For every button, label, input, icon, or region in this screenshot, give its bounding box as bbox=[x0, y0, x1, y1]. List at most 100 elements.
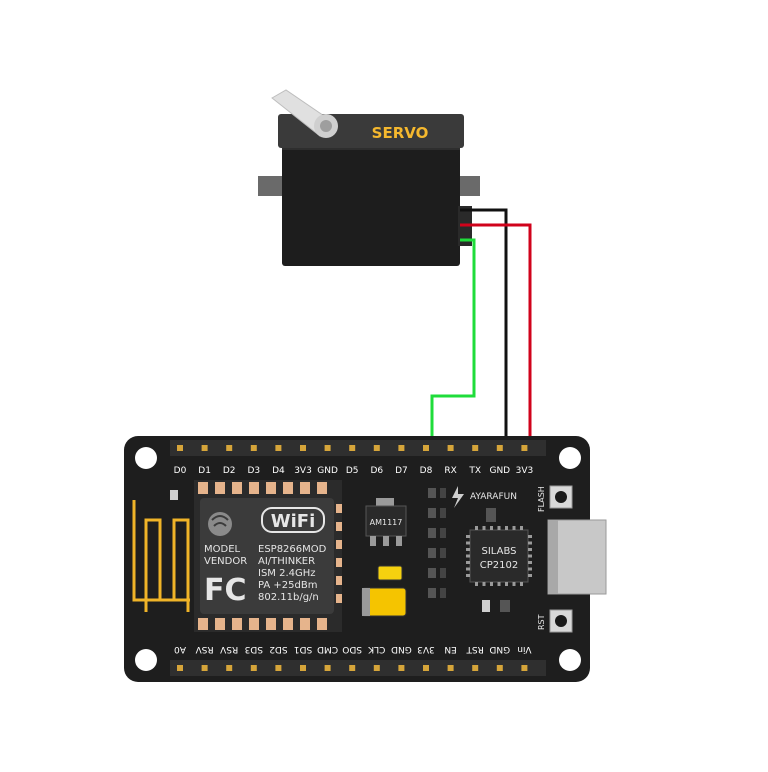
header-pin bbox=[423, 445, 429, 451]
top-header-pins bbox=[177, 445, 528, 451]
pin-label: Vin bbox=[517, 644, 531, 654]
pin-label: GND bbox=[489, 644, 510, 654]
module-pad bbox=[300, 482, 310, 494]
module-line-4: PA +25dBm bbox=[258, 580, 317, 591]
chip-pin bbox=[512, 582, 516, 586]
regulator-pin-3 bbox=[396, 536, 402, 546]
pin-label: SD2 bbox=[269, 644, 287, 654]
model-label: MODEL bbox=[204, 544, 241, 555]
header-pin bbox=[201, 445, 208, 451]
module-pad bbox=[336, 540, 342, 549]
module-pad bbox=[266, 618, 276, 630]
regulator-tab bbox=[376, 498, 394, 506]
usb-chip-line-1: SILABS bbox=[482, 546, 517, 557]
header-pin bbox=[373, 665, 380, 671]
header-pin bbox=[496, 445, 503, 451]
chip-pin bbox=[528, 535, 532, 538]
small-capacitor bbox=[377, 565, 403, 581]
header-pin bbox=[521, 445, 528, 451]
led-component bbox=[482, 600, 490, 612]
wire-green-signal bbox=[430, 238, 476, 438]
pin-label: 3V3 bbox=[294, 466, 312, 476]
pin-label: GND bbox=[391, 644, 412, 654]
module-pad bbox=[336, 522, 342, 531]
pin-label: GND bbox=[489, 466, 510, 476]
header-pin bbox=[423, 665, 429, 671]
smd-resistor bbox=[428, 568, 436, 578]
smd-resistor bbox=[440, 508, 446, 518]
module-line-2: AI/THINKER bbox=[258, 556, 315, 567]
module-line-5: 802.11b/g/n bbox=[258, 592, 319, 603]
smd-resistor bbox=[428, 548, 436, 558]
header-pin bbox=[275, 665, 282, 671]
chip-pin bbox=[466, 541, 470, 545]
chip-pin bbox=[528, 574, 532, 577]
smd-components bbox=[428, 488, 446, 598]
pin-label: D4 bbox=[272, 466, 285, 476]
module-pad bbox=[336, 558, 342, 567]
chip-pin bbox=[482, 526, 486, 530]
pin-label: D2 bbox=[223, 466, 236, 476]
module-pad bbox=[317, 482, 327, 494]
module-pad bbox=[232, 482, 242, 494]
espressif-logo-arcs bbox=[211, 515, 229, 527]
chip-pin bbox=[528, 561, 532, 564]
header-pin bbox=[324, 665, 331, 671]
pin-label: RSV bbox=[195, 644, 214, 654]
esp-shield bbox=[200, 498, 334, 614]
pin-label: RST bbox=[466, 644, 484, 654]
mount-hole-top-left bbox=[135, 447, 157, 469]
smd-resistor bbox=[428, 488, 436, 498]
chip-pin bbox=[528, 567, 532, 571]
servo-body bbox=[282, 136, 460, 266]
header-pin bbox=[398, 665, 405, 671]
regulator-label: AM1117 bbox=[370, 518, 403, 527]
chip-pin bbox=[512, 526, 516, 530]
usb-uart-chip-pins bbox=[466, 526, 532, 586]
large-capacitor-band bbox=[362, 588, 370, 616]
smd-resistor bbox=[440, 548, 446, 558]
mount-hole-bottom-left bbox=[135, 649, 157, 671]
mount-hole-top-right bbox=[559, 447, 581, 469]
header-pin bbox=[472, 445, 479, 451]
chip-pin bbox=[490, 582, 493, 586]
header-pin bbox=[226, 665, 233, 671]
header-pin bbox=[447, 445, 454, 451]
pcb-antenna-trace bbox=[132, 500, 190, 612]
servo-shaft-inner bbox=[320, 120, 332, 132]
module-pad bbox=[198, 482, 208, 494]
module-pad bbox=[300, 618, 310, 630]
pin-label: RX bbox=[444, 466, 456, 476]
pin-label: D6 bbox=[370, 466, 383, 476]
chip-pin bbox=[475, 582, 478, 586]
chip-pin bbox=[466, 561, 470, 564]
header-pin bbox=[472, 665, 479, 671]
module-pad bbox=[198, 618, 208, 630]
wifi-logo: WiFi bbox=[271, 511, 316, 532]
header-pin bbox=[349, 445, 356, 451]
pin-label: TX bbox=[468, 466, 481, 476]
header-pin bbox=[177, 665, 183, 671]
chip-pin bbox=[475, 526, 478, 530]
module-pad bbox=[266, 482, 276, 494]
pin-label: SD3 bbox=[245, 644, 263, 654]
flash-button-cap[interactable] bbox=[555, 491, 567, 503]
header-pin bbox=[300, 445, 306, 451]
bottom-header-pins bbox=[177, 665, 528, 671]
smd-component bbox=[500, 600, 510, 612]
bottom-header-strip bbox=[170, 660, 546, 676]
chip-pin bbox=[528, 548, 532, 551]
chip-pin bbox=[520, 526, 523, 530]
reset-button-cap[interactable] bbox=[555, 615, 567, 627]
module-line-1: ESP8266MOD bbox=[258, 544, 327, 555]
chip-pin bbox=[497, 582, 501, 586]
header-pin bbox=[275, 445, 282, 451]
pin-label: SDO bbox=[342, 644, 362, 654]
regulator-pin-1 bbox=[370, 536, 376, 546]
module-pad bbox=[317, 618, 327, 630]
module-pad bbox=[232, 618, 242, 630]
chip-pin bbox=[528, 554, 532, 558]
servo-mount-tab-left bbox=[258, 176, 288, 196]
smd-resistor bbox=[440, 568, 446, 578]
